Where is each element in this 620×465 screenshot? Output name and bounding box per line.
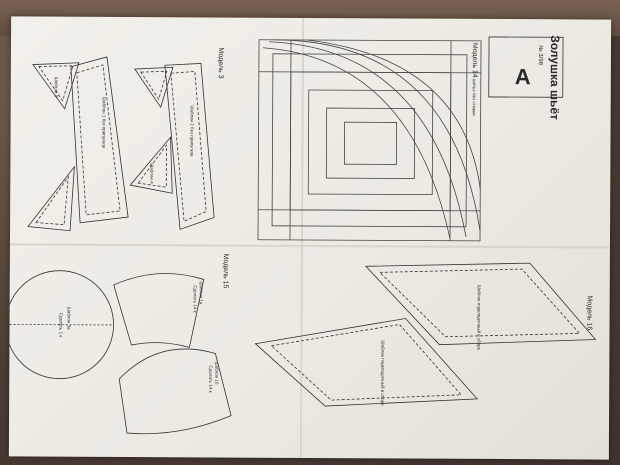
- m16-diamond1-label: Шаблон подкладочный в сборе: [476, 285, 482, 351]
- sheet-letter: A: [515, 64, 531, 89]
- sheet-header: A Золушка шьёт № 3/98 Модель 14 шитье бе…: [471, 35, 564, 120]
- magazine-title: Золушка шьёт: [548, 35, 562, 120]
- model14-note: шитье без стежки: [472, 79, 477, 116]
- model14-block: [257, 39, 482, 242]
- m3-strip2-label: Шаблон 2 без припусков: [189, 105, 194, 157]
- model16-labels: Модель 16 Шаблон подкладочный в сборе Ша…: [380, 285, 593, 406]
- model15-title: Модель 15: [222, 254, 229, 289]
- m15-fan1-label: Шаблон 1а: [199, 281, 204, 304]
- model16-pieces: [254, 262, 597, 407]
- m15-fan1-sub: Сделать 14 к: [193, 285, 198, 312]
- model14-title: Модель 14: [471, 43, 478, 78]
- fold-line-horizontal: [9, 243, 610, 249]
- m3-tri-b-label: Шаблон 4: [149, 163, 154, 184]
- model3-title: Модель 3: [217, 48, 224, 79]
- pattern-sheet: A Золушка шьёт № 3/98 Модель 14 шитье бе…: [8, 16, 612, 460]
- pattern-drawing: A Золушка шьёт № 3/98 Модель 14 шитье бе…: [8, 17, 610, 458]
- model15-labels: Шаблон 3а Сделать 1 к Шаблон 1а Сделать …: [58, 281, 219, 392]
- issue-number: № 3/98: [537, 45, 544, 65]
- m15-fan2-sub: Сделать 14 к: [208, 365, 213, 392]
- model16-title: Модель 16: [586, 295, 593, 330]
- fold-line-vertical: [299, 17, 305, 458]
- m15-circle-sub: Сделать 1 к: [58, 313, 63, 338]
- m16-diamond2-label: Шаблон подкладочный в сборе: [380, 340, 386, 406]
- m3-tri-a-label: Шаблон 3: [54, 77, 59, 98]
- m3-strip1-label: Шаблон 1 без припусков: [101, 97, 106, 149]
- model3-labels: Шаблон 1 без припусков Шаблон 2 без прип…: [54, 77, 195, 184]
- m15-fan2-label: Шаблон 1б: [214, 362, 219, 385]
- m15-circle-label: Шаблон 3а: [67, 307, 72, 330]
- model15-pieces: Модель 15: [8, 254, 232, 435]
- model3-pieces: Модель 3: [27, 48, 224, 232]
